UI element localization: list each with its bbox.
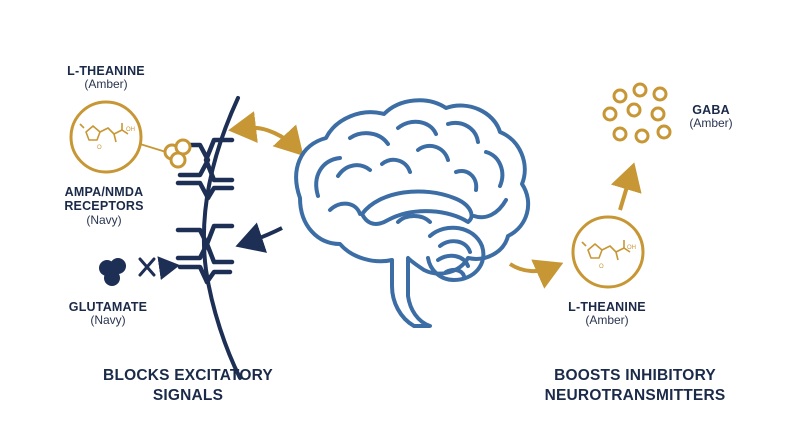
- caption-right-line2: NEUROTRANSMITTERS: [544, 387, 726, 405]
- navy-arrow: [235, 222, 283, 253]
- caption-right: BOOSTS INHIBITORY NEUROTRANSMITTERS: [520, 366, 750, 406]
- l-theanine-right-label: L-THEANINE (Amber): [562, 300, 652, 328]
- molecule-o-text-right: O: [599, 264, 604, 270]
- l-theanine-left-title: L-THEANINE: [67, 64, 145, 78]
- caption-left-line2: SIGNALS: [152, 387, 224, 405]
- receptor-channel-lower-icon: [175, 223, 235, 285]
- glutamate-sub: (Navy): [90, 313, 126, 328]
- l-theanine-molecule-right-icon: OH O: [571, 215, 645, 289]
- glutamate-title: GLUTAMATE: [68, 300, 148, 314]
- gaba-sub: (Amber): [689, 116, 733, 131]
- caption-left-line1: BLOCKS EXCITATORY: [103, 367, 273, 384]
- l-theanine-molecule-left-icon: OH O: [69, 100, 143, 174]
- receptor-channel-upper-icon: [175, 137, 235, 201]
- cell-membrane-icon: [201, 96, 242, 380]
- brain-icon: [294, 98, 531, 328]
- l-theanine-blob-icon: [163, 138, 192, 169]
- l-theanine-right-sub: (Amber): [585, 313, 629, 328]
- glutamate-arrow: [157, 256, 180, 281]
- amber-double-arrow: [228, 111, 304, 156]
- molecule-o-text-left: O: [97, 145, 102, 151]
- amber-arrow-right: [508, 259, 564, 289]
- gaba-molecules-icon: [602, 82, 672, 144]
- receptors-label: AMPA/NMDA RECEPTORS (Navy): [48, 185, 160, 228]
- glutamate-molecule-icon: [99, 258, 126, 286]
- amber-arrow-up: [610, 162, 642, 211]
- glutamate-label: GLUTAMATE (Navy): [60, 300, 156, 328]
- caption-right-line1: BOOSTS INHIBITORY: [554, 367, 716, 384]
- gaba-label: GABA (Amber): [676, 103, 746, 131]
- receptors-line2: RECEPTORS: [64, 199, 144, 214]
- l-theanine-left-label: L-THEANINE (Amber): [62, 64, 150, 92]
- receptors-sub: (Navy): [86, 212, 122, 227]
- gaba-title: GABA: [692, 103, 730, 117]
- caption-left: BLOCKS EXCITATORY SIGNALS: [72, 366, 304, 406]
- l-theanine-left-sub: (Amber): [84, 77, 128, 92]
- blocked-cross-icon: [138, 257, 156, 277]
- molecule-oh-text-right: OH: [627, 245, 636, 251]
- connector-line: [139, 143, 167, 153]
- l-theanine-right-title: L-THEANINE: [568, 300, 646, 314]
- molecule-oh-text-left: OH: [126, 127, 135, 133]
- receptors-line1: AMPA/NMDA: [64, 185, 144, 199]
